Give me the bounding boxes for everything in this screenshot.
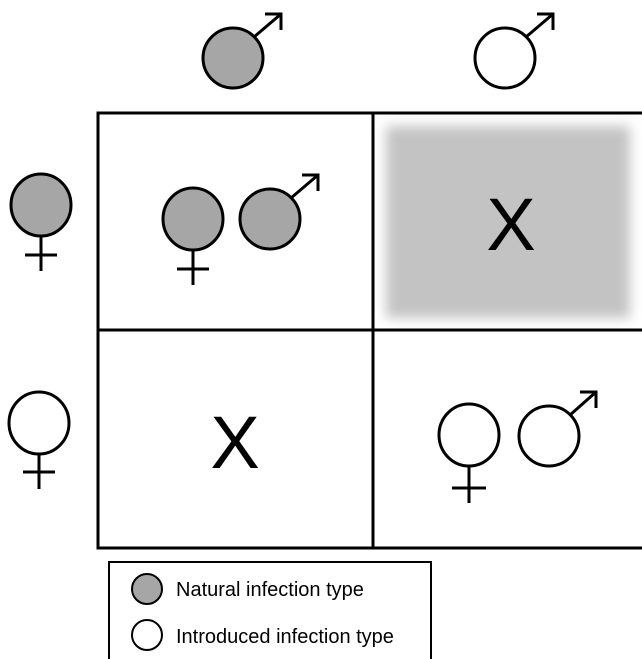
natural-infection-male-circle — [238, 187, 302, 251]
legend-item-natural: Natural infection type — [131, 573, 364, 605]
natural-infection-female-circle — [161, 186, 225, 252]
legend-box — [108, 561, 432, 659]
male-arrow-head — [302, 173, 320, 191]
legend-natural-label: Natural infection type — [176, 579, 364, 601]
row-header-introduced-female-icon — [7, 390, 71, 489]
grid-cell-natural-female-introduced-male-shade — [386, 126, 630, 318]
cross-grid — [96, 111, 642, 550]
legend-item-introduced: Introduced infection type — [131, 619, 394, 651]
introduced-infection-female-circle — [7, 390, 71, 456]
natural-infection-female-circle — [9, 172, 73, 238]
incompatible-cross-mark-top-right: X — [486, 183, 535, 266]
offspring-introduced-male-icon — [517, 390, 598, 468]
male-arrow-shaft — [569, 390, 597, 417]
legend-introduced-swatch-icon — [131, 619, 163, 651]
column-header-natural-male-icon — [201, 12, 283, 90]
legend: Natural infection type Introduced infect… — [108, 561, 432, 659]
grid-cell-natural-natural — [161, 173, 320, 285]
grid-cell-introduced-introduced — [437, 390, 598, 503]
offspring-introduced-female-icon — [437, 402, 501, 503]
incompatible-cross-mark-bottom-left: X — [210, 401, 259, 484]
legend-introduced-label: Introduced infection type — [176, 626, 394, 648]
introduced-infection-male-circle — [517, 404, 581, 468]
offspring-natural-female-icon — [161, 186, 225, 285]
column-header-introduced-male-icon — [473, 12, 555, 90]
male-arrow-shaft — [253, 12, 282, 39]
male-arrow-shaft — [525, 12, 554, 39]
male-arrow-head — [537, 12, 555, 30]
row-header-natural-female-icon — [9, 172, 73, 271]
introduced-infection-male-circle — [473, 26, 537, 90]
male-arrow-shaft — [290, 173, 319, 200]
offspring-natural-male-icon — [238, 173, 320, 251]
male-arrow-head — [265, 12, 283, 30]
introduced-infection-female-circle — [437, 402, 501, 468]
male-arrow-head — [580, 390, 598, 408]
natural-infection-male-circle — [201, 26, 265, 90]
legend-natural-swatch-icon — [131, 573, 163, 605]
